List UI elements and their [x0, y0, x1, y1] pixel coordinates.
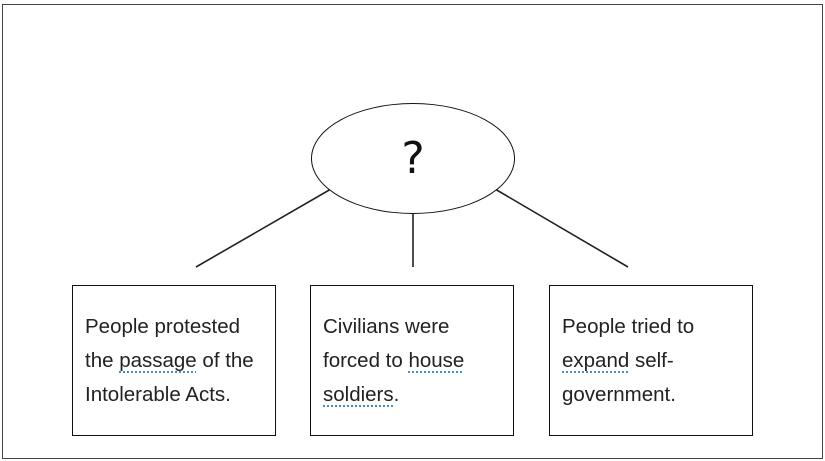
connector-right: [494, 188, 629, 268]
connector-left: [195, 188, 332, 268]
detail-text-3: People tried to expand self-government.: [562, 310, 742, 412]
detail-text-2: Civilians were forced to house soldiers.: [323, 310, 503, 412]
text-segment: People tried to: [562, 314, 695, 338]
text-segment: .: [393, 382, 400, 406]
spellcheck-word: passage: [119, 348, 197, 372]
central-question-mark: ?: [401, 132, 425, 184]
spellcheck-word: house: [408, 348, 465, 372]
central-oval: ?: [311, 103, 515, 214]
detail-box-3: People tried to expand self-government.: [549, 285, 753, 436]
text-segment: People protested the: [85, 314, 241, 372]
spellcheck-word: expand: [562, 348, 630, 372]
text-segment: of the Intolerable Acts.: [85, 348, 254, 406]
text-segment: Civilians were forced to: [323, 314, 450, 372]
spellcheck-word: soldiers: [323, 382, 394, 406]
text-segment: self-government.: [562, 348, 676, 406]
detail-text-1: People protested the passage of the Into…: [85, 310, 265, 412]
detail-box-1: People protested the passage of the Into…: [72, 285, 276, 436]
detail-box-2: Civilians were forced to house soldiers.: [310, 285, 514, 436]
